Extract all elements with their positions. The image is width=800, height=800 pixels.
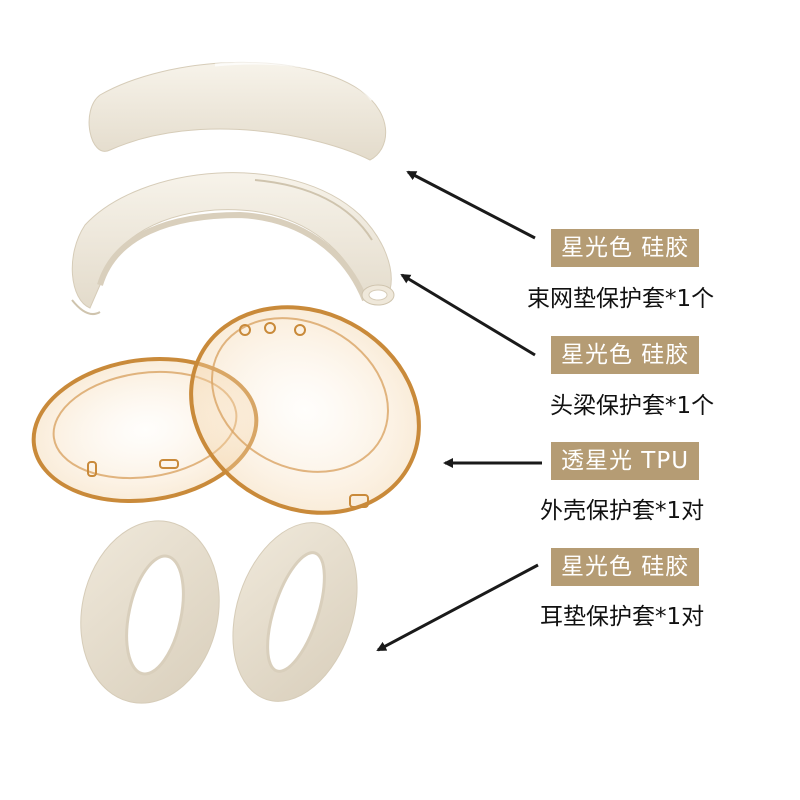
ear-pad-cover-left xyxy=(80,520,220,704)
arrow-4 xyxy=(376,563,539,652)
callout-1-description: 束网垫保护套*1个 xyxy=(527,286,715,312)
callout-2-description: 头梁保护套*1个 xyxy=(550,393,715,419)
ear-pad-cover-right xyxy=(232,522,358,702)
arrow-2 xyxy=(400,273,536,357)
callout-4-description: 耳垫保护套*1对 xyxy=(540,604,705,630)
callout-4-tag: 星光色 硅胶 xyxy=(551,548,700,586)
shell-case-right xyxy=(189,305,421,515)
arrow-1 xyxy=(406,170,536,240)
headband-cover xyxy=(71,172,395,316)
callout-2-tag: 星光色 硅胶 xyxy=(551,336,700,374)
callout-3-description: 外壳保护套*1对 xyxy=(540,498,705,524)
callout-1-tag: 星光色 硅胶 xyxy=(551,229,700,267)
mesh-pad-cover xyxy=(88,61,387,161)
callout-3-tag: 透星光 TPU xyxy=(551,442,700,480)
